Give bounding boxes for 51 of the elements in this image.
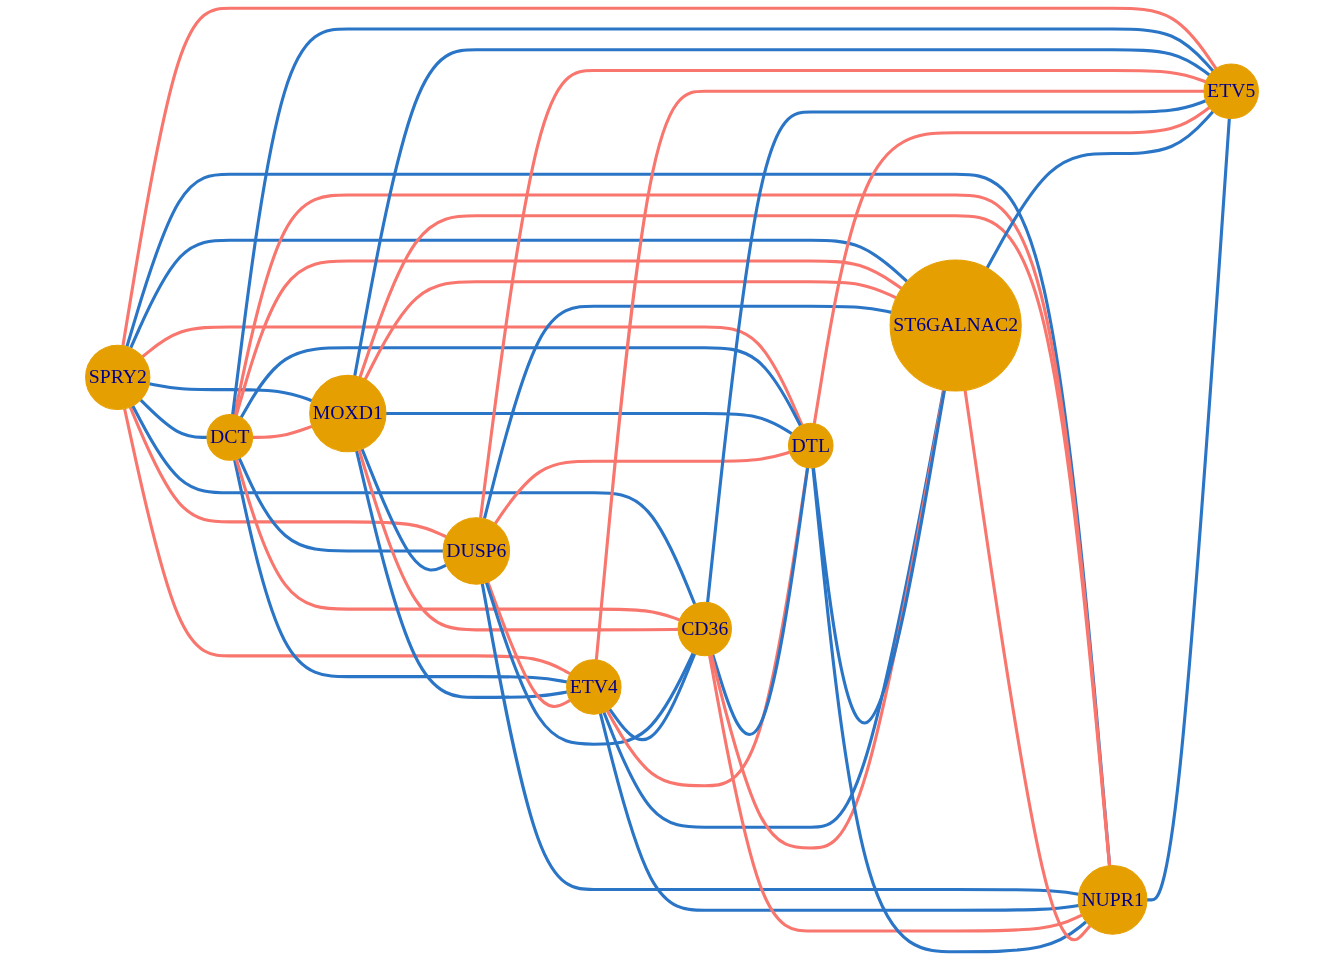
correlation-line (480, 583, 1079, 896)
correlation-line (594, 89, 1204, 661)
correlation-line (123, 408, 571, 676)
correlation-line (709, 389, 946, 850)
gene-node: DCT (206, 414, 254, 461)
correlation-line (231, 27, 1215, 415)
correlation-line (711, 467, 810, 736)
correlation-line (128, 406, 447, 539)
correlation-line (363, 280, 897, 381)
correlation-line (812, 106, 1211, 424)
correlation-line (386, 411, 793, 435)
gene-node: NUPR1 (1077, 864, 1148, 935)
correlation-line (252, 424, 313, 439)
correlation-line (811, 467, 1088, 954)
correlation-line (233, 459, 568, 684)
correlation-line (1146, 118, 1231, 902)
correlation-line (708, 654, 1083, 933)
correlation-line (355, 450, 568, 699)
correlation-line (357, 449, 679, 632)
correlation-line (608, 653, 697, 742)
correlation-line (493, 450, 790, 525)
gene-node: DTL (788, 422, 834, 469)
correlation-line (353, 48, 1211, 377)
correlation-line (129, 238, 909, 349)
correlation-line (237, 457, 444, 553)
correlation-line (121, 6, 1218, 346)
gene-node: DUSP6 (442, 517, 511, 585)
correlation-line (141, 325, 804, 426)
gene-node: ST6GALNAC2 (889, 259, 1022, 392)
correlation-line (479, 69, 1207, 519)
gene-node: MOXD1 (309, 374, 387, 453)
gene-node: CD36 (677, 601, 732, 657)
correlation-line (234, 259, 903, 416)
correlation-line (963, 390, 1092, 941)
correlation-line (484, 582, 695, 746)
correlation-line (358, 214, 1111, 866)
correlation-line (139, 398, 207, 439)
gene-node: ETV5 (1203, 63, 1259, 120)
correlation-line (148, 382, 313, 403)
correlation-line (985, 110, 1215, 269)
correlation-line (706, 99, 1207, 603)
correlation-line (598, 713, 1079, 912)
correlation-line (360, 448, 447, 572)
gene-node: ETV4 (566, 659, 622, 715)
correlation-line (605, 467, 809, 788)
correlation-line (486, 581, 571, 708)
correlation-line (234, 458, 681, 622)
correlation-line (482, 304, 892, 520)
gene-node: SPRY2 (85, 344, 151, 411)
correlation-line (131, 405, 697, 605)
correlation-line (239, 346, 802, 427)
